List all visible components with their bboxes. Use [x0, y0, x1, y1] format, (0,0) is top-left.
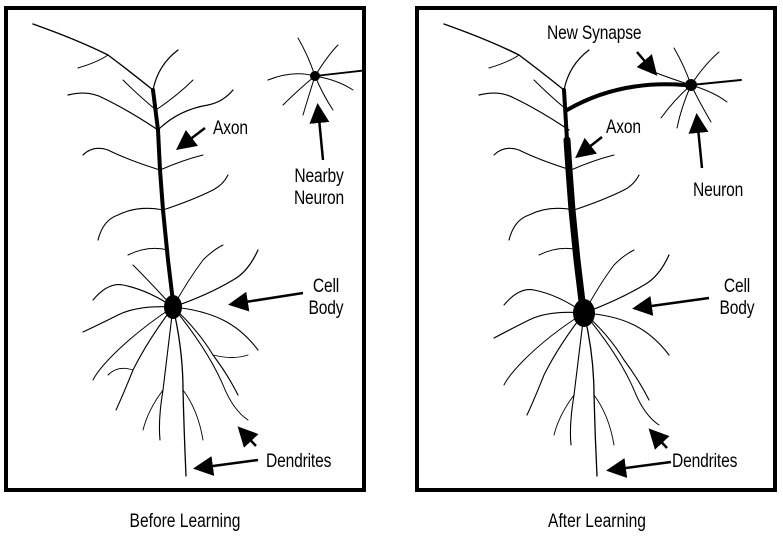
arrow-dendrites-bottom-after [611, 462, 671, 470]
label-cell-body-after: Cell Body [714, 276, 760, 320]
caption-before-learning: Before Learning [103, 511, 267, 533]
panel-after-learning: New Synapse Axon Neuron Cell Body Dendri… [415, 6, 777, 492]
caption-after-learning: After Learning [515, 511, 679, 533]
arrow-cell-body-after [637, 298, 709, 308]
neuron-illustration-before [8, 10, 362, 488]
arrow-neuron [697, 118, 702, 168]
label-axon-after: Axon [606, 117, 641, 139]
arrow-axon [180, 128, 205, 147]
arrow-dendrites-top [241, 430, 256, 446]
arrow-cell-body [233, 293, 303, 304]
arrow-dendrites-top-after [652, 432, 667, 448]
label-cell-body-before: Cell Body [303, 276, 349, 320]
neuron-illustration-after [419, 10, 773, 488]
label-new-synapse: New Synapse [547, 23, 641, 45]
label-dendrites-before: Dendrites [266, 451, 331, 473]
label-nearby-neuron: Nearby Neuron [290, 166, 347, 210]
axon-shaft [153, 90, 173, 302]
panel-before-learning: Axon Nearby Neuron Cell Body Dendrites [4, 6, 366, 492]
arrow-nearby-neuron [318, 108, 323, 160]
label-dendrites-after: Dendrites [672, 451, 737, 473]
label-neuron: Neuron [693, 180, 743, 202]
label-axon-before: Axon [213, 118, 248, 140]
arrow-new-synapse [637, 52, 654, 72]
new-synapse-connection [567, 84, 684, 110]
arrow-axon-after [579, 137, 602, 155]
arrow-dendrites-bottom [198, 460, 258, 468]
